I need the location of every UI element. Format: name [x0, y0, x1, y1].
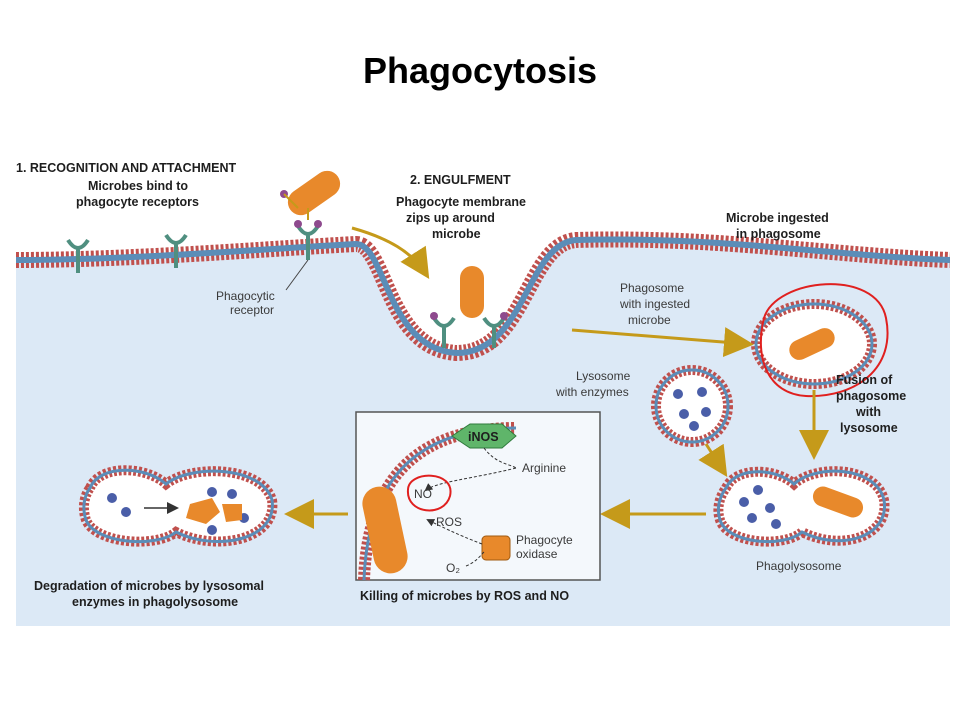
phagolysosome-label: Phagolysosome	[756, 559, 842, 573]
phagocytic-receptor-label-1: Phagocytic	[216, 289, 275, 303]
killing-inset	[355, 411, 601, 581]
phagocyte-oxidase-label-1: Phagocyte	[516, 533, 573, 547]
degradation-label-1: Degradation of microbes by lysosomal	[34, 579, 264, 593]
degradation-phagolysosome	[78, 465, 278, 547]
phagocytic-receptor	[66, 224, 506, 348]
no-label: NO	[414, 487, 432, 501]
fusion-label-3: with	[855, 405, 881, 419]
killing-label: Killing of microbes by ROS and NO	[360, 589, 569, 603]
engulf-arrow	[351, 226, 430, 280]
phagosome	[751, 299, 877, 389]
plasma-membrane	[16, 231, 950, 362]
microbe-ingested-label-1: Microbe ingested	[726, 211, 829, 225]
microbe-attaching	[287, 170, 341, 216]
lysosome-label-2: with enzymes	[555, 385, 629, 399]
fusion-label-4: lysosome	[840, 421, 898, 435]
fusion-arrow-lysosome	[698, 443, 728, 478]
annotation-circle-no	[406, 474, 452, 512]
step2-desc-2: zips up around	[406, 211, 495, 225]
step2-title: 2. ENGULFMENT	[410, 173, 511, 187]
step2-desc-1: Phagocyte membrane	[396, 195, 526, 209]
phagolysosome	[713, 466, 890, 547]
inos-label: iNOS	[468, 430, 499, 444]
phagocyte-oxidase-label-2: oxidase	[516, 547, 558, 561]
phagosome-label-3: microbe	[628, 313, 671, 327]
phagocytosis-diagram: 1. RECOGNITION AND ATTACHMENT Microbes b…	[16, 161, 950, 626]
arginine-label: Arginine	[522, 461, 566, 475]
microbe-engulfed	[460, 266, 484, 318]
phagocytic-receptor-label-2: receptor	[230, 303, 274, 317]
page-title: Phagocytosis	[362, 50, 598, 91]
lysosome	[651, 365, 733, 447]
step2-desc-3: microbe	[432, 227, 481, 241]
step1-title: 1. RECOGNITION AND ATTACHMENT	[16, 161, 236, 175]
phagosome-label-2: with ingested	[619, 297, 690, 311]
annotation-circle-phagosome	[759, 283, 889, 398]
step1-desc-2: phagocyte receptors	[76, 195, 199, 209]
phagosome-arrow	[571, 327, 754, 358]
fusion-label-1: Fusion of	[836, 373, 893, 387]
ros-label: ROS	[436, 515, 462, 529]
fusion-label-2: phagosome	[836, 389, 906, 403]
o2-label: O₂	[446, 561, 460, 575]
step1-desc-1: Microbes bind to	[88, 179, 188, 193]
degradation-label-2: enzymes in phagolysosome	[72, 595, 238, 609]
phagosome-label-1: Phagosome	[620, 281, 684, 295]
microbe-ingested-label-2: in phagosome	[736, 227, 821, 241]
lysosome-label-1: Lysosome	[576, 369, 631, 383]
